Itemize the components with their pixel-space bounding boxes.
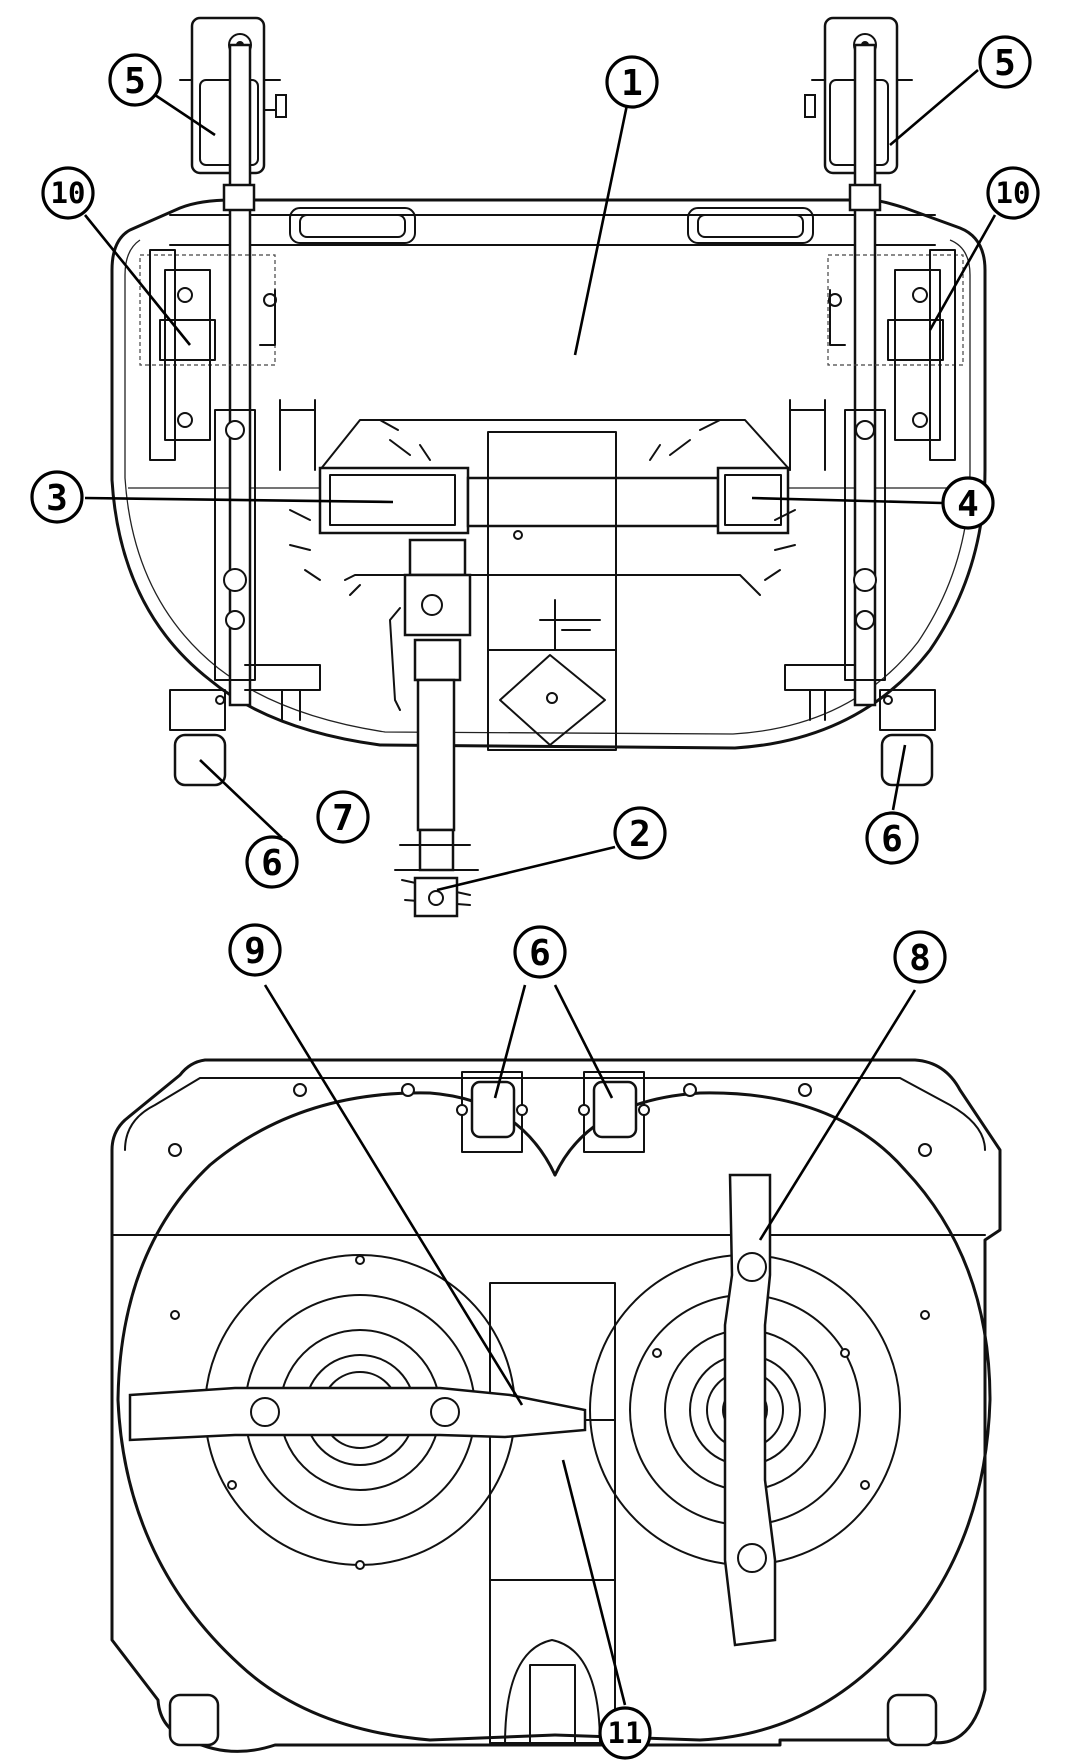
callout-11: 11 xyxy=(598,1706,652,1760)
callout-7: 7 xyxy=(316,790,370,844)
gauge-wheel-right-top xyxy=(804,16,913,707)
svg-text:7: 7 xyxy=(332,798,354,839)
callout-5-right: 5 xyxy=(978,35,1032,89)
svg-text:4: 4 xyxy=(957,484,979,525)
rear-bracket-bottom xyxy=(504,1639,601,1746)
blade-housing-right xyxy=(553,1091,992,1742)
bottom-view-deck xyxy=(110,1058,1002,1753)
top-view-deck xyxy=(110,16,987,918)
callout-6-left: 6 xyxy=(245,835,299,889)
svg-text:5: 5 xyxy=(124,61,146,102)
svg-text:3: 3 xyxy=(46,478,68,519)
blade-housing-left xyxy=(116,1091,557,1742)
callout-4: 4 xyxy=(941,476,995,530)
housing-bolts xyxy=(168,1083,932,1570)
lift-bracket-left xyxy=(139,249,277,461)
pto-driveshaft xyxy=(389,538,479,918)
rear-wheel-right-bottom xyxy=(886,1693,938,1747)
svg-text:6: 6 xyxy=(529,933,551,974)
callout-2: 2 xyxy=(613,806,667,860)
callout-10-right: 10 xyxy=(986,166,1040,220)
deck-underside-outline xyxy=(110,1058,1002,1753)
blade-left xyxy=(128,1386,587,1442)
rear-wheel-left-bottom xyxy=(168,1693,220,1747)
svg-text:2: 2 xyxy=(629,814,651,855)
callout-8: 8 xyxy=(893,930,947,984)
rear-wheel-right-top xyxy=(879,689,936,787)
callout-10-left: 10 xyxy=(41,166,95,220)
callout-6-right: 6 xyxy=(865,811,919,865)
hitch-bracket-left xyxy=(214,399,321,721)
gearbox-assembly xyxy=(289,419,796,751)
svg-text:9: 9 xyxy=(244,931,266,972)
blade-right xyxy=(723,1173,777,1647)
lift-bracket-right xyxy=(827,249,964,461)
svg-text:10: 10 xyxy=(51,176,86,210)
callout-6-bottom: 6 xyxy=(513,925,567,979)
rear-wheel-left-top xyxy=(169,689,227,787)
svg-text:11: 11 xyxy=(608,1716,643,1750)
leader-lines xyxy=(83,69,997,1706)
svg-text:1: 1 xyxy=(621,63,643,104)
gauge-wheel-left-top xyxy=(179,16,287,707)
callout-9: 9 xyxy=(228,923,282,977)
center-rollers-bottom xyxy=(456,1071,650,1153)
svg-text:8: 8 xyxy=(909,938,931,979)
callout-3: 3 xyxy=(30,470,84,524)
svg-text:6: 6 xyxy=(881,819,903,860)
svg-text:10: 10 xyxy=(996,176,1031,210)
callout-5-left: 5 xyxy=(108,53,162,107)
svg-text:5: 5 xyxy=(994,43,1016,84)
svg-text:6: 6 xyxy=(261,843,283,884)
callout-1: 1 xyxy=(605,55,659,109)
hitch-bracket-right xyxy=(784,399,886,721)
